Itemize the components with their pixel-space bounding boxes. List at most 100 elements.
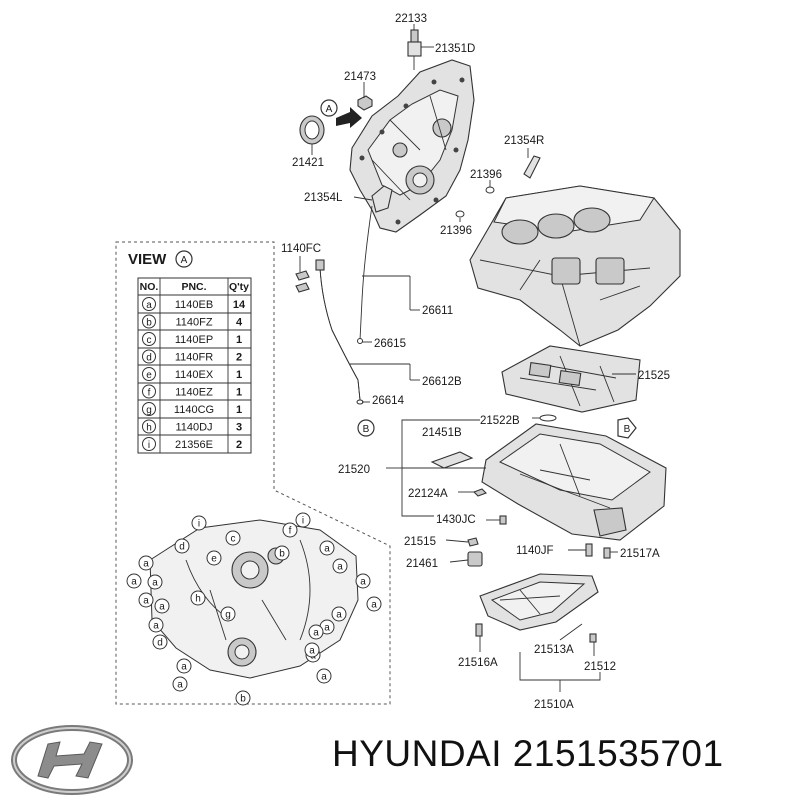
upper-oil-pan-21520 xyxy=(481,423,667,541)
callout-26614: 26614 xyxy=(372,395,405,407)
view-callout-a: a xyxy=(316,668,332,684)
view-callout-a: a xyxy=(308,624,324,640)
svg-text:B: B xyxy=(624,424,631,435)
view-callout-a: a xyxy=(138,592,154,608)
callout-22124A: 22124A xyxy=(408,488,448,500)
callout-21516A: 21516A xyxy=(458,657,498,669)
row-pnc: 21356E xyxy=(175,439,213,451)
svg-text:a: a xyxy=(131,577,137,588)
row-no: b xyxy=(146,318,152,329)
svg-text:a: a xyxy=(360,577,366,588)
svg-text:a: a xyxy=(371,600,377,611)
svg-text:a: a xyxy=(321,672,327,683)
arrow-to-view-a xyxy=(336,107,362,128)
svg-text:a: a xyxy=(143,559,149,570)
view-callout-a: a xyxy=(176,658,192,674)
callout-21451B: 21451B xyxy=(422,427,462,439)
callout-22133: 22133 xyxy=(395,13,427,25)
row-qty: 1 xyxy=(236,404,242,416)
view-callout-a: a xyxy=(148,617,164,633)
callout-21517A: 21517A xyxy=(620,548,660,560)
timing-cover-drawing xyxy=(349,59,475,233)
svg-text:a: a xyxy=(152,578,158,589)
bolt-21473 xyxy=(357,95,373,111)
svg-text:i: i xyxy=(198,519,200,530)
row-no: e xyxy=(146,370,152,381)
row-no: a xyxy=(146,300,152,311)
callout-21351D: 21351D xyxy=(435,43,475,55)
baffle-21451B xyxy=(430,451,474,469)
table-row: i 21356E 2 xyxy=(142,437,242,451)
row-no: h xyxy=(146,423,152,434)
oring-21522B xyxy=(539,414,557,422)
row-letter-circle xyxy=(142,349,156,364)
row-no: i xyxy=(148,440,150,451)
view-callout-d: d xyxy=(152,634,168,650)
view-callout-a: a xyxy=(304,642,320,658)
view-callout-a: a xyxy=(154,598,170,614)
svg-text:c: c xyxy=(231,534,236,545)
svg-text:a: a xyxy=(177,680,183,691)
dipstick-drawing xyxy=(295,205,373,405)
view-callout-a: a xyxy=(147,574,163,590)
callout-26612B: 26612B xyxy=(422,376,462,388)
view-callout-a: a xyxy=(172,676,188,692)
svg-text:a: a xyxy=(143,596,149,607)
brand-part-number: HYUNDAI 2151535701 xyxy=(332,733,724,774)
row-no: d xyxy=(146,353,152,364)
row-letter-circle xyxy=(142,297,156,311)
svg-text:g: g xyxy=(225,610,231,621)
row-pnc: 1140FZ xyxy=(175,317,212,329)
row-qty: 2 xyxy=(236,439,242,451)
view-callout-a: a xyxy=(366,596,382,612)
svg-text:a: a xyxy=(309,646,315,657)
view-a-heading: VIEW A xyxy=(128,250,193,268)
svg-text:i: i xyxy=(302,516,304,527)
svg-text:h: h xyxy=(195,594,201,605)
svg-text:a: a xyxy=(159,602,165,613)
svg-text:a: a xyxy=(153,621,159,632)
svg-text:VIEW: VIEW xyxy=(128,251,167,268)
row-letter-circle xyxy=(142,384,156,399)
callout-21520: 21520 xyxy=(338,464,370,476)
svg-text:a: a xyxy=(337,562,343,573)
view-callout-g: g xyxy=(220,606,236,622)
svg-text:A: A xyxy=(181,255,188,266)
callout-21510A: 21510A xyxy=(534,699,574,711)
callout-1430JC: 1430JC xyxy=(436,514,476,526)
gasket-21354R xyxy=(523,155,541,179)
view-a-callouts: icfidebaaahaaagaaaaaaadaaaaab xyxy=(126,512,382,706)
row-qty: 1 xyxy=(236,369,242,381)
callout-21354R: 21354R xyxy=(504,135,544,147)
row-pnc: 1140FR xyxy=(175,352,213,364)
svg-text:a: a xyxy=(181,662,187,673)
svg-text:b: b xyxy=(240,694,246,705)
view-callout-a: a xyxy=(126,573,142,589)
callout-21473: 21473 xyxy=(344,71,376,83)
svg-text:a: a xyxy=(324,623,330,634)
row-qty: 4 xyxy=(236,317,243,329)
callout-21525: 21525 xyxy=(638,370,670,382)
callout-21461: 21461 xyxy=(406,558,438,570)
row-qty: 3 xyxy=(236,422,242,434)
marker-b-circle: B xyxy=(357,419,375,437)
row-pnc: 1140EB xyxy=(175,299,213,311)
row-pnc: 1140EZ xyxy=(175,387,213,399)
view-callout-b: b xyxy=(274,545,290,561)
view-callout-f: f xyxy=(282,522,298,538)
callout-26611: 26611 xyxy=(422,305,453,317)
row-pnc: 1140EP xyxy=(175,334,213,346)
view-callout-c: c xyxy=(225,530,241,546)
lower-oil-pan-21510A xyxy=(479,573,599,631)
callout-1140FC: 1140FC xyxy=(281,243,321,255)
oring-21396-upper xyxy=(485,186,495,194)
row-no: c xyxy=(147,335,152,346)
callout-21522B: 21522B xyxy=(480,415,520,427)
table-row: b 1140FZ 4 xyxy=(142,314,243,329)
